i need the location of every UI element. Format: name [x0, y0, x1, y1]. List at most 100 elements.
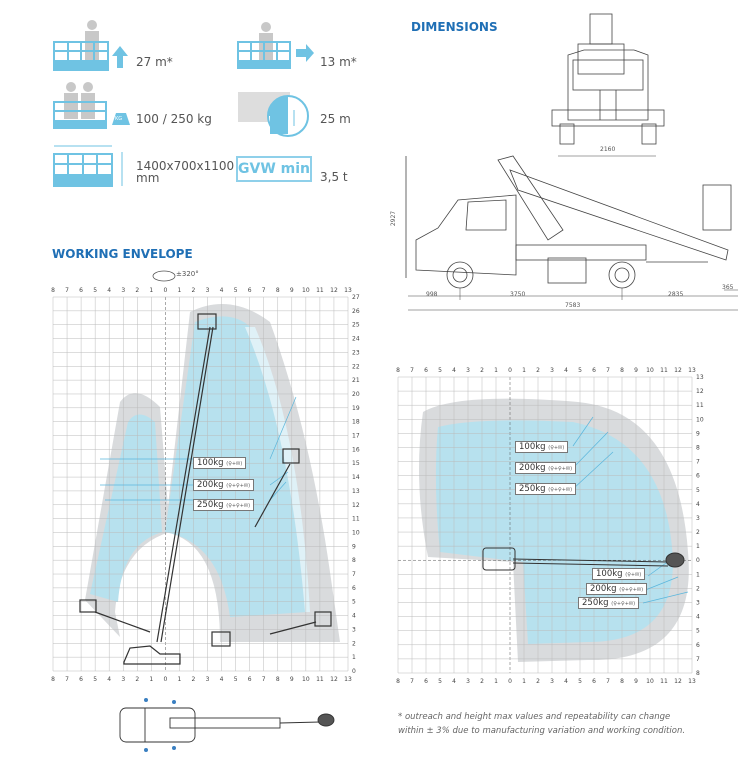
x-tick-label: 1 [494, 678, 498, 685]
y-tick-label: 8 [352, 557, 356, 564]
footnote: * outreach and height max values and rep… [398, 710, 685, 738]
kg-badge: KG [115, 116, 123, 122]
y-tick-label: 3 [696, 515, 700, 522]
y-tick-label: 18 [352, 419, 360, 426]
x-tick-label: 7 [606, 367, 610, 374]
x-tick-label: 8 [396, 367, 400, 374]
load-weight: 100kg [197, 458, 224, 468]
y-tick-label: 12 [696, 388, 704, 395]
y-tick-label: 26 [352, 308, 360, 315]
x-tick-label: 7 [262, 676, 266, 683]
x-tick-label: 1 [178, 287, 182, 294]
x-tick-label: 5 [234, 287, 238, 294]
x-tick-label: 6 [592, 678, 596, 685]
capacity-value: 100 / 250 kg [136, 112, 212, 126]
x-tick-label: 1 [149, 287, 153, 294]
x-tick-label: 3 [206, 287, 210, 294]
x-tick-label: 5 [578, 678, 582, 685]
x-tick-label: 6 [424, 367, 428, 374]
top-load-label-100kg: 100kg (♀+✉) [515, 441, 569, 453]
top-load-label-200kg-lower: 200kg (♀+♀+✉) [586, 583, 648, 595]
x-tick-label: 4 [107, 676, 111, 683]
x-tick-label: 8 [51, 287, 55, 294]
y-tick-label: 3 [352, 626, 356, 633]
x-tick-label: 13 [344, 287, 352, 294]
x-tick-label: 5 [234, 676, 238, 683]
load-weight: 250kg [197, 500, 224, 510]
y-tick-label: 5 [352, 599, 356, 606]
dim-front-overhang: 998 [426, 291, 438, 298]
x-tick-label: 0 [508, 367, 512, 374]
x-tick-label: 6 [424, 678, 428, 685]
x-tick-label: 6 [79, 287, 83, 294]
dimensions-title: DIMENSIONS [411, 20, 498, 34]
rotation-height-value: 25 m [320, 112, 351, 126]
x-tick-label: 4 [452, 678, 456, 685]
y-tick-label: 21 [352, 377, 360, 384]
x-tick-label: 7 [410, 367, 414, 374]
basket-size-line1: 1400x700x1100 [136, 159, 235, 173]
x-tick-label: 12 [330, 287, 338, 294]
y-tick-label: 23 [352, 349, 360, 356]
working-height-icon [53, 20, 128, 71]
x-tick-label: 3 [121, 287, 125, 294]
y-tick-label: 2 [696, 529, 700, 536]
y-tick-label: 19 [352, 405, 360, 412]
y-tick-label: 1 [696, 543, 700, 550]
x-tick-label: 8 [276, 676, 280, 683]
x-tick-label: 12 [674, 367, 682, 374]
load-label-200kg: 200kg (♀+♀+✉) [193, 479, 255, 491]
y-tick-label: 27 [352, 294, 360, 301]
x-tick-label: 3 [466, 367, 470, 374]
x-tick-label: 0 [508, 678, 512, 685]
x-tick-label: 6 [79, 676, 83, 683]
load-weight: 200kg [519, 463, 546, 473]
x-tick-label: 11 [316, 287, 324, 294]
footnote-line2: within ± 3% due to manufacturing variati… [398, 726, 686, 736]
x-tick-label: 2 [192, 676, 196, 683]
x-tick-label: 3 [206, 676, 210, 683]
load-tag: (♀+✉) [625, 572, 642, 578]
y-tick-label: 11 [352, 516, 360, 523]
truck-top-view [119, 698, 335, 752]
y-tick-label: 4 [696, 501, 700, 508]
x-tick-label: 2 [135, 287, 139, 294]
x-tick-label: 11 [660, 678, 668, 685]
y-tick-label: 7 [352, 571, 356, 578]
y-tick-label: 16 [352, 446, 360, 453]
x-tick-label: 11 [316, 676, 324, 683]
capacity-icon [53, 82, 130, 129]
x-tick-label: 3 [550, 367, 554, 374]
x-tick-label: 5 [438, 367, 442, 374]
x-tick-label: 6 [592, 367, 596, 374]
gvw-badge: GVW min [236, 156, 312, 182]
y-tick-label: 6 [696, 642, 700, 649]
y-tick-label: 0 [352, 668, 356, 675]
x-tick-label: 10 [302, 676, 310, 683]
x-tick-label: 13 [344, 676, 352, 683]
x-tick-label: 3 [466, 678, 470, 685]
x-tick-label: 12 [330, 676, 338, 683]
y-tick-label: 3 [696, 600, 700, 607]
rotation-icon [152, 270, 176, 282]
working-envelope-title: WORKING ENVELOPE [52, 247, 193, 261]
load-tag: (♀+♀+✉) [548, 487, 573, 493]
y-tick-label: 7 [696, 459, 700, 466]
y-tick-label: 15 [352, 460, 360, 467]
x-tick-label: 9 [290, 287, 294, 294]
y-tick-label: 20 [352, 391, 360, 398]
x-tick-label: 1 [522, 678, 526, 685]
load-tag: (♀+♀+✉) [226, 483, 251, 489]
x-tick-label: 9 [290, 676, 294, 683]
load-weight: 100kg [596, 569, 623, 579]
load-label-250kg: 250kg (♀+♀+✉) [193, 499, 255, 511]
x-tick-label: 7 [262, 287, 266, 294]
x-tick-label: 8 [620, 367, 624, 374]
x-tick-label: 7 [410, 678, 414, 685]
x-tick-label: 7 [65, 676, 69, 683]
load-label-100kg: 100kg (♀+✉) [193, 457, 247, 469]
y-tick-label: 7 [696, 656, 700, 663]
load-tag: (♀+♀+✉) [226, 503, 251, 509]
rotation-value: ±320° [176, 270, 199, 278]
x-tick-label: 4 [564, 678, 568, 685]
